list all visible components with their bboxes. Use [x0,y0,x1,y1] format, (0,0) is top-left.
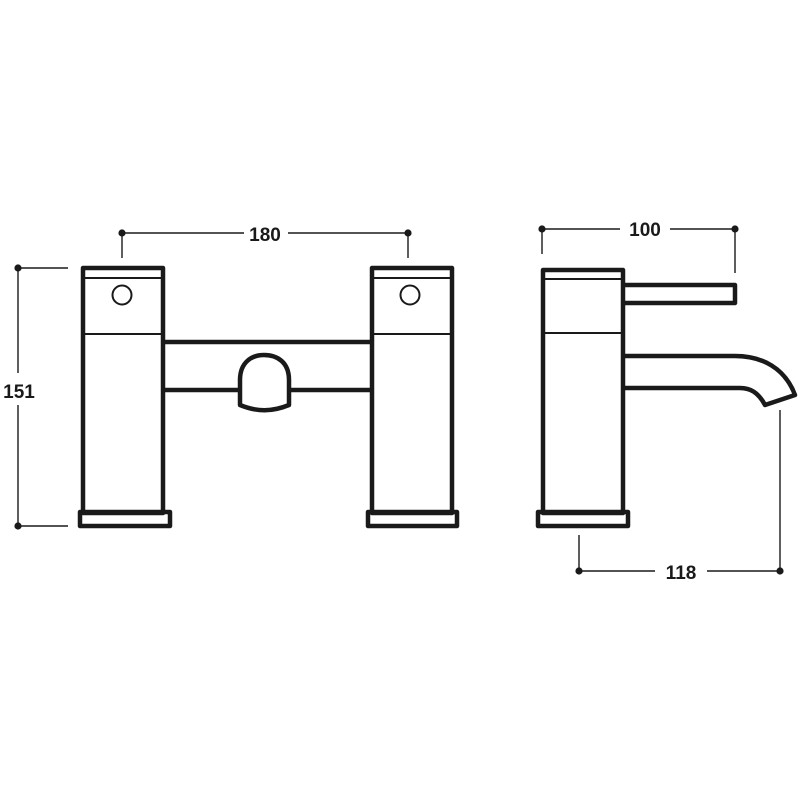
left-base [77,509,173,529]
dim-endpoint [538,225,546,233]
dimension-label-151: 151 [3,382,35,403]
front-spout-outlet [237,352,292,413]
dimension-151: 151 [3,264,68,530]
side-spout [623,353,798,408]
left-indicator-icon [111,284,133,306]
right-pillar [365,265,460,529]
dim-endpoint [14,264,22,272]
side-base [535,509,631,529]
dim-endpoint [118,229,126,237]
dimension-label-118: 118 [666,563,697,584]
dim-endpoint [776,567,784,575]
side-view [535,267,798,529]
dimension-180: 180 [118,225,412,258]
dim-endpoint [575,567,583,575]
dimension-label-100: 100 [629,220,661,241]
dim-endpoint [14,522,22,530]
dim-endpoint [731,225,739,233]
dimension-label-180: 180 [249,225,281,246]
dim-endpoint [404,229,412,237]
left-pillar [77,265,173,529]
right-indicator-icon [399,284,421,306]
side-pillar-body [540,267,626,516]
dimension-100: 100 [538,220,739,273]
front-view [77,265,460,529]
right-base [365,509,460,529]
bridge [163,339,372,413]
lever-handle [623,282,738,306]
dimension-118: 118 [575,410,784,584]
